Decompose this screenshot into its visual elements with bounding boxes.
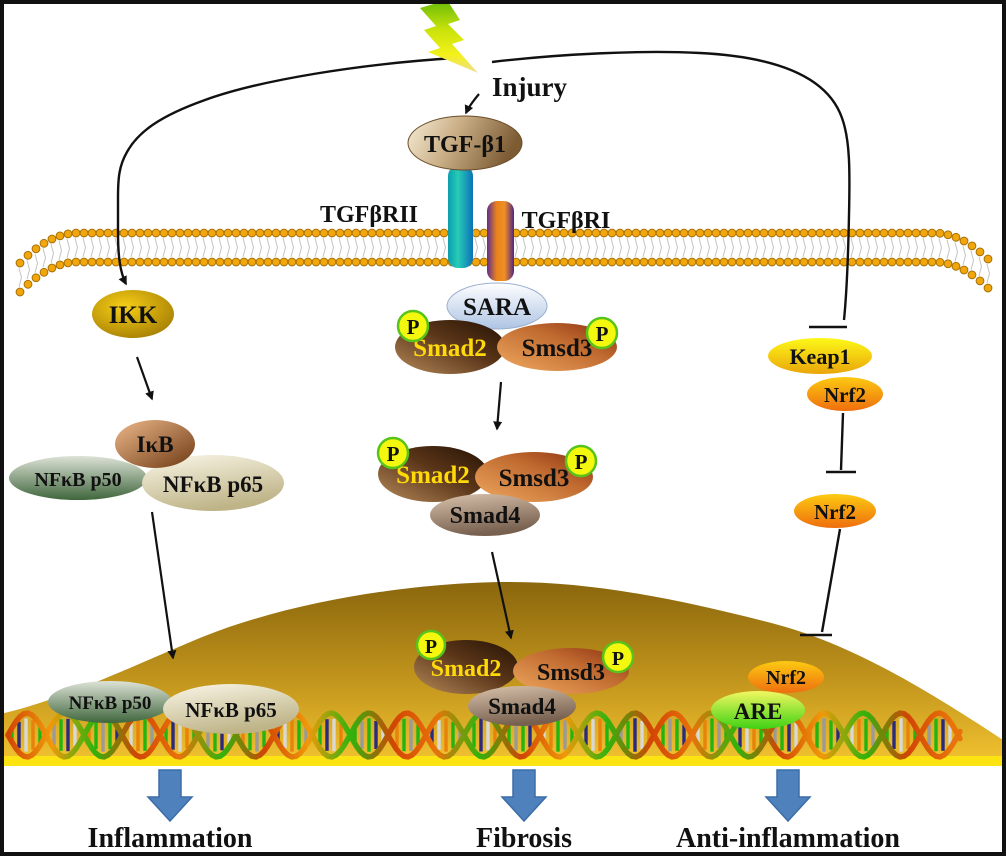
anti-inflammation-arrow: [764, 769, 812, 823]
ikk-label: IKK: [109, 302, 158, 329]
smsd3-label: Smsd3: [537, 660, 605, 686]
ikk-node: [92, 290, 174, 338]
nrf2-label: Nrf2: [824, 383, 866, 407]
arrow-smad-complex1-to-2: [493, 381, 503, 431]
nfkb-p50-label: NFκB p50: [34, 469, 121, 491]
tgfbr2-receptor: [448, 166, 473, 268]
nrf2-label: Nrf2: [766, 667, 806, 689]
are-label: ARE: [734, 699, 783, 724]
lightning-bolt-icon: [420, 0, 478, 73]
tgfbr2-label: TGFβRII: [320, 202, 418, 228]
ikb-node: [115, 420, 195, 468]
nfkb-p65-label: NFκB p65: [163, 472, 263, 497]
arc-injury-to-ikk: [116, 56, 456, 286]
phospho-badge: [585, 316, 619, 350]
smad2-label: Smad2: [413, 335, 487, 362]
phospho-label: P: [575, 450, 588, 474]
phospho-badge: [601, 640, 635, 674]
inhibit-line-nrf2-1: [839, 412, 845, 471]
phospho-badge: [396, 309, 430, 343]
smad4-label: Smad4: [488, 694, 556, 719]
inflammation-arrow: [146, 769, 194, 823]
nrf2-node: [807, 377, 883, 411]
tgfbr1-receptor: [487, 201, 514, 281]
phospho-badge: [376, 436, 410, 470]
phospho-badge: [415, 629, 447, 661]
tgfb1-node: [407, 115, 523, 171]
smad4-label: Smad4: [450, 503, 521, 529]
phospho-badge: [564, 444, 598, 478]
fibrosis-arrow: [500, 769, 548, 823]
phospho-label: P: [596, 322, 609, 346]
keap1-node: [768, 338, 872, 374]
ikb-label: IκB: [136, 432, 173, 457]
nfkb-p65-node: [142, 455, 284, 511]
nfkb-p50-node: [9, 456, 147, 500]
injury-label: Injury: [492, 72, 568, 102]
tgfb1-label: TGF-β1: [424, 132, 506, 158]
arrow-injury-to-tgfb1: [464, 93, 480, 115]
phospho-label: P: [425, 636, 437, 658]
arrow-nfkb-to-nucleus: [150, 511, 177, 660]
inflammation-label: Inflammation: [88, 823, 253, 854]
inhibit-line-nrf2-2: [820, 528, 842, 633]
nrf2-label: Nrf2: [814, 500, 856, 524]
cell-membrane: [15, 228, 993, 297]
phospho-label: P: [387, 442, 400, 466]
nfkb-p65-label: NFκB p65: [185, 698, 277, 722]
are-node: [711, 691, 805, 729]
arrow-ikk-to-ikb: [135, 356, 154, 401]
nfkb-p50-node-nuclear: [48, 681, 172, 723]
smad2-label: Smad2: [396, 462, 470, 489]
tgfbr1-label: TGFβRI: [522, 208, 611, 234]
smad4-node: [468, 686, 576, 726]
smad2-label: Smad2: [431, 656, 502, 682]
nfkb-p65-node-nuclear: [163, 684, 299, 734]
smsd3-label: Smsd3: [522, 335, 593, 362]
phospho-label: P: [612, 648, 624, 670]
sara-label: SARA: [463, 294, 531, 321]
smsd3-label: Smsd3: [499, 465, 570, 492]
phospho-label: P: [407, 315, 420, 339]
smad4-node: [430, 494, 540, 536]
keap1-label: Keap1: [789, 344, 850, 369]
sara-node: [446, 282, 548, 330]
nfkb-p50-label: NFκB p50: [69, 693, 152, 714]
fibrosis-label: Fibrosis: [476, 823, 572, 854]
outcome-arrows: [146, 769, 812, 823]
nrf2-node-nuclear: [748, 661, 824, 693]
nrf2-node-free: [794, 494, 876, 528]
arc-injury-to-keap1: [491, 50, 851, 321]
arrow-smad-complex2-to-nucleus: [490, 551, 514, 640]
smsd3-node: [513, 648, 629, 694]
smsd3-node: [475, 452, 593, 502]
nucleus-bottom-strip: [0, 756, 1006, 766]
anti-inflammation-label: Anti-inflammation: [676, 823, 900, 854]
